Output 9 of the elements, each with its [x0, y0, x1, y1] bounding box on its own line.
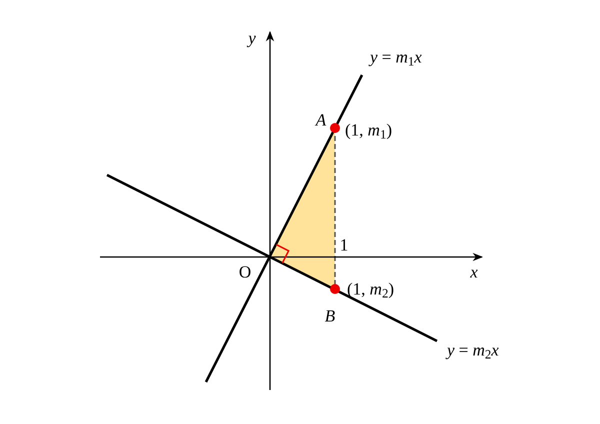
- math-label: y = m$_{2}$x: [447, 342, 499, 358]
- math-label: A: [316, 112, 326, 128]
- math-label: y: [248, 30, 256, 46]
- math-label: x: [470, 264, 478, 280]
- math-label: 1: [340, 236, 348, 254]
- math-label: y = m$_{1}$x: [370, 48, 422, 66]
- math-label: B: [324, 308, 336, 324]
- math-label: (1, m$_{1}$): [345, 122, 392, 138]
- math-label: O: [238, 264, 252, 280]
